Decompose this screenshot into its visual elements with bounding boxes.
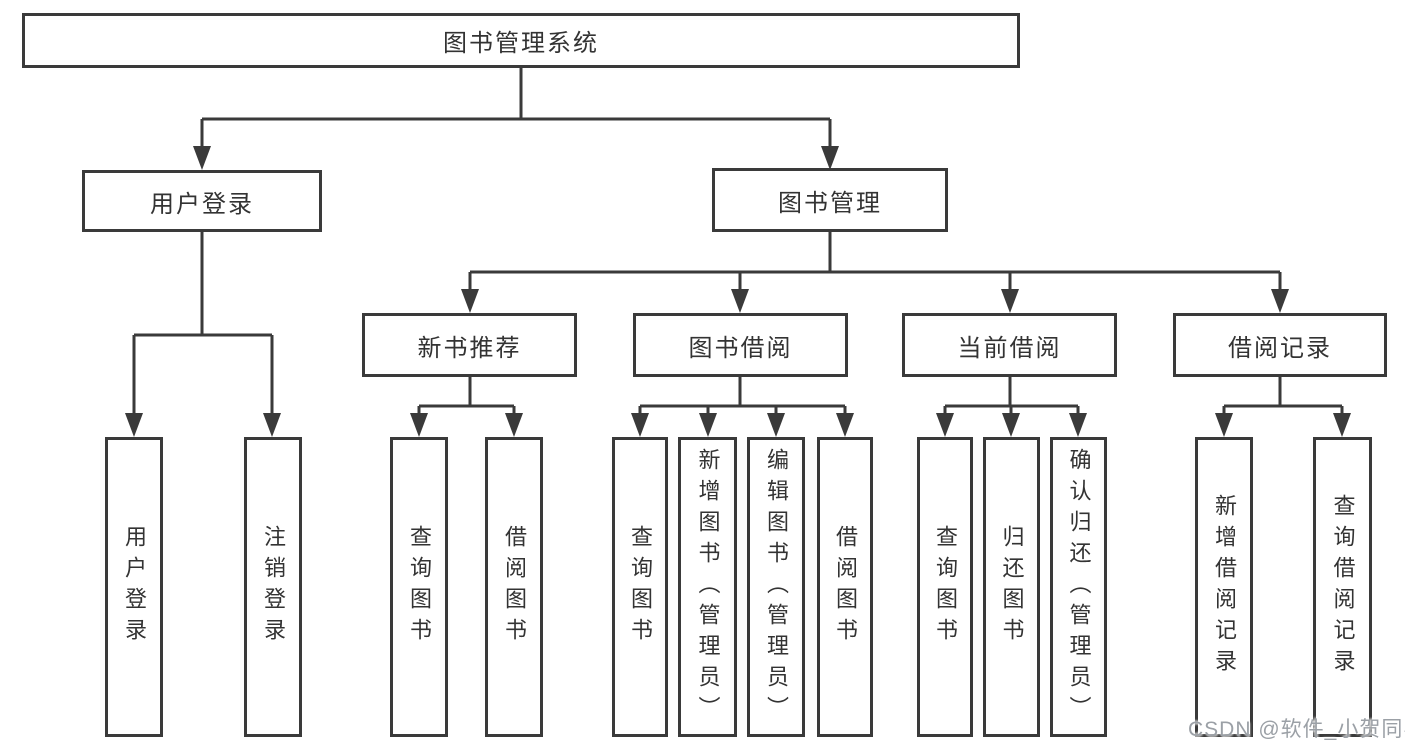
leaf-add-books-admin-label: 新增图书（管理员） <box>695 447 721 727</box>
node-user-login: 用户登录 <box>82 170 322 232</box>
leaf-borrow-books-recommendation-label: 借阅图书 <box>502 525 527 649</box>
leaf-logout-label: 注销登录 <box>261 525 286 649</box>
leaf-add-borrow-record: 新增借阅记录 <box>1195 437 1253 737</box>
leaf-query-books-recommendation: 查询图书 <box>390 437 448 737</box>
leaf-return-books-label: 归还图书 <box>999 525 1025 649</box>
leaf-query-borrow-record-label: 查询借阅记录 <box>1330 494 1356 680</box>
node-library-system: 图书管理系统 <box>22 13 1020 68</box>
leaf-add-books-admin: 新增图书（管理员） <box>678 437 737 737</box>
leaf-return-books: 归还图书 <box>983 437 1040 737</box>
node-current-borrowing: 当前借阅 <box>902 313 1117 377</box>
leaf-borrow-books-borrowing: 借阅图书 <box>817 437 873 737</box>
node-borrowing-records: 借阅记录 <box>1173 313 1387 377</box>
leaf-confirm-return-admin-label: 确认归还（管理员） <box>1066 447 1092 727</box>
node-new-book-recommendation: 新书推荐 <box>362 313 577 377</box>
leaf-edit-books-admin-label: 编辑图书（管理员） <box>764 447 789 727</box>
leaf-borrow-books-recommendation: 借阅图书 <box>485 437 543 737</box>
leaf-query-books-borrowing-label: 查询图书 <box>628 525 653 649</box>
node-book-borrowing: 图书借阅 <box>633 313 848 377</box>
leaf-query-borrow-record: 查询借阅记录 <box>1313 437 1372 737</box>
leaf-query-books-current-label: 查询图书 <box>933 525 958 649</box>
leaf-user-login-label: 用户登录 <box>122 525 147 649</box>
csdn-watermark: CSDN @软件_小贺同学 <box>1188 718 1405 741</box>
leaf-edit-books-admin: 编辑图书（管理员） <box>747 437 805 737</box>
leaf-borrow-books-borrowing-label: 借阅图书 <box>833 525 858 649</box>
node-book-management: 图书管理 <box>712 168 948 232</box>
leaf-query-books-current: 查询图书 <box>917 437 973 737</box>
leaf-add-borrow-record-label: 新增借阅记录 <box>1212 494 1237 680</box>
leaf-query-books-recommendation-label: 查询图书 <box>407 525 432 649</box>
leaf-confirm-return-admin: 确认归还（管理员） <box>1050 437 1107 737</box>
leaf-user-login: 用户登录 <box>105 437 163 737</box>
leaf-query-books-borrowing: 查询图书 <box>612 437 668 737</box>
leaf-logout: 注销登录 <box>244 437 302 737</box>
arrowheads <box>125 146 1351 437</box>
